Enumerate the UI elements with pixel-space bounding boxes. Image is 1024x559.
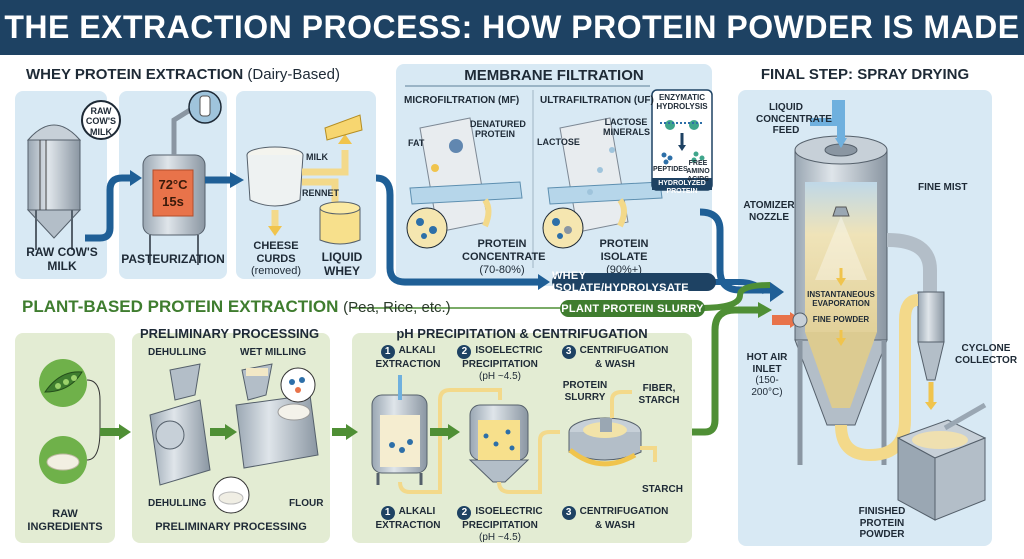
raw-milk-badge <box>81 100 121 140</box>
protein-slurry-label: PROTEIN SLURRY <box>562 380 608 403</box>
fine-powder-label: FINE POWDER <box>812 315 870 324</box>
spray-dryer-icon <box>772 100 945 465</box>
isoelectric-tank-icon <box>468 404 530 483</box>
fine-mist-label: FINE MIST <box>918 182 968 193</box>
finished-powder-label: FINISHED PROTEIN POWDER <box>858 506 906 540</box>
plant-slurry-pill: PLANT PROTEIN SLURRY <box>560 300 705 317</box>
whey-isolate-pill: WHEY ISOLATE/HYDROLYSATE <box>552 270 716 294</box>
cyclone-label: CYCLONE COLLECTOR <box>955 343 1018 366</box>
centrifuge-icon <box>568 390 657 467</box>
finished-powder-bin-icon <box>896 402 987 521</box>
pasteurization-label: PASTEURIZATION <box>121 252 225 266</box>
fat-label: FAT <box>408 138 425 148</box>
peptides-label: PEPTIDES <box>653 166 688 173</box>
starch-label: STARCH <box>642 484 683 495</box>
milk-label: MILK <box>306 152 328 162</box>
wet-mill-machine-icon <box>235 363 319 469</box>
spray-drying-title: FINAL STEP: SPRAY DRYING <box>760 66 970 83</box>
enzyme-icon <box>660 120 705 165</box>
rennet-label: RENNET <box>302 188 340 198</box>
dehuller-machine-icon <box>149 363 211 486</box>
wet-milling-label: WET MILLING <box>240 347 307 358</box>
liquid-whey-label: LIQUID WHEY <box>321 250 363 279</box>
alkali-tank-icon <box>371 375 428 485</box>
raw-milk-label: RAW COW'S MILK <box>26 245 98 274</box>
lactose-label: LACTOSE <box>537 137 580 147</box>
hydrolyzed-protein-label: HYDROLYZED PROTEIN <box>658 180 706 196</box>
lactose-minerals-label: LACTOSE MINERALS <box>603 117 650 138</box>
preliminary-footer: PRELIMINARY PROCESSING <box>155 521 307 533</box>
amino-acids-label: FREE AMINO ACIDS <box>686 160 710 184</box>
page-title: THE EXTRACTION PROCESS: HOW PROTEIN POWD… <box>0 0 1024 55</box>
microfiltration-membrane-icon <box>406 117 523 249</box>
mf-title: MICROFILTRATION (MF) <box>404 95 520 106</box>
ph-title: pH PRECIPITATION & CENTRIFUGATION <box>396 326 648 341</box>
pasteurization-time: 15s <box>162 194 184 209</box>
denatured-protein-label: DENATURED PROTEIN <box>470 119 526 140</box>
cheese-curds-label: CHEESE CURDS(removed) <box>250 240 302 278</box>
flour-label: FLOUR <box>289 498 324 509</box>
fiber-starch-label: FIBER, STARCH <box>638 383 680 406</box>
preliminary-title: PRELIMINARY PROCESSING <box>140 326 320 341</box>
liquid-whey-icon <box>319 207 361 245</box>
hydrolysis-title: ENZYMATIC HYDROLYSIS <box>656 93 708 112</box>
raw-milk-badge-label: RAW COW'S MILK <box>85 106 117 137</box>
whey-section-title: WHEY PROTEIN EXTRACTION (Dairy-Based) <box>26 66 340 83</box>
atomizer-nozzle-label: ATOMIZER NOZZLE <box>743 200 795 223</box>
curdling-vat-icon <box>246 114 363 245</box>
feed-label: LIQUID CONCENTRATE FEED <box>756 102 832 136</box>
evaporation-label: INSTANTANEOUS EVAPORATION <box>807 290 875 309</box>
raw-ingredients-label: RAW INGREDIENTS <box>27 508 103 534</box>
uf-title: ULTRAFILTRATION (UF) <box>540 95 654 106</box>
pasteurization-temp: 72°C <box>158 177 188 192</box>
membrane-filtration-title: MEMBRANE FILTRATION <box>464 67 644 84</box>
milk-silo-icon <box>26 124 82 250</box>
ultrafiltration-membrane-icon <box>542 117 663 249</box>
dehulling-label: DEHULLING <box>148 347 207 358</box>
hot-air-label: HOT AIR INLET(150-200°C) <box>746 352 788 398</box>
cheese-icon <box>324 114 363 141</box>
pasteurizer-icon <box>142 90 222 265</box>
dehulling-bottom-label: DEHULLING <box>148 498 207 509</box>
rice-grains-icon <box>39 436 87 484</box>
plant-section-title: PLANT-BASED PROTEIN EXTRACTION (Pea, Ric… <box>22 297 451 316</box>
pea-pod-icon <box>39 359 87 407</box>
protein-concentrate-label: PROTEIN CONCENTRATE(70-80%) <box>462 238 546 277</box>
